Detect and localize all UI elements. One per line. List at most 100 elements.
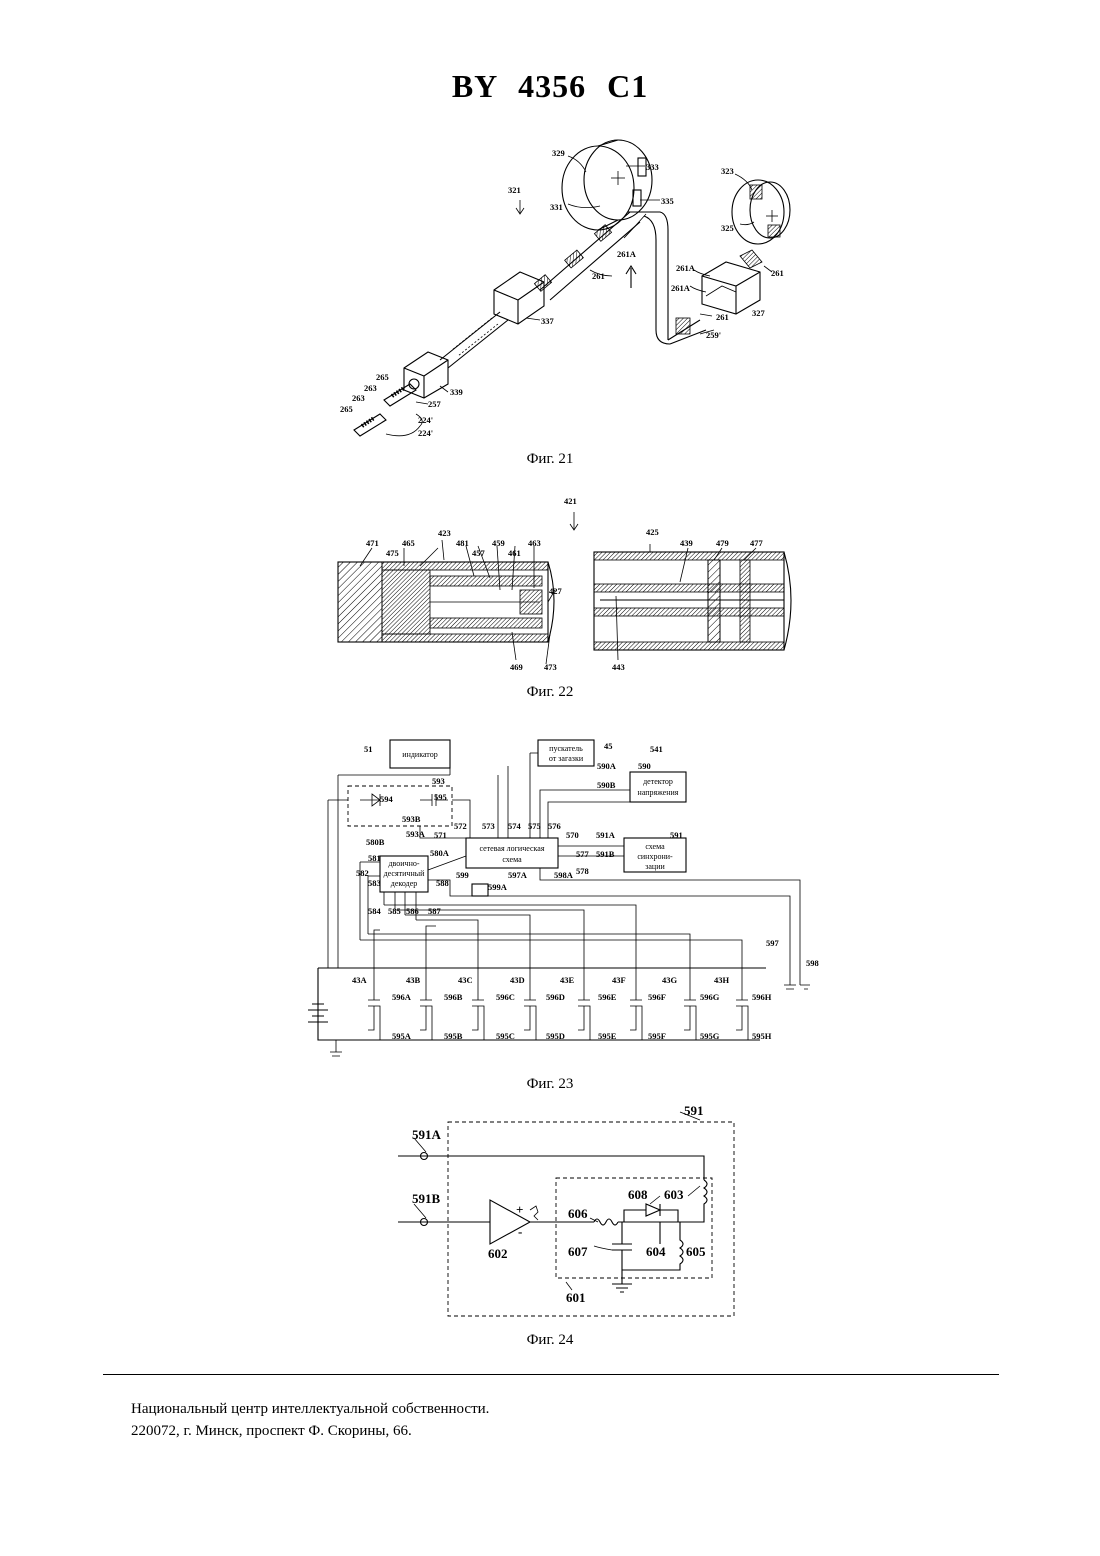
label-43F: 43F (612, 975, 626, 985)
label-593B: 593B (402, 814, 421, 824)
label-591A: 591A (596, 830, 616, 840)
label-595: 595 (434, 792, 447, 802)
figure-24-circuit: + - 591 591A 591B 608 603 606 607 604 60… (0, 1100, 1100, 1325)
decoder-label-1: двоично- (388, 859, 419, 868)
label-439: 439 (680, 538, 693, 548)
box-337 (494, 272, 544, 324)
label-597: 597 (766, 938, 780, 948)
label-591B: 591B (596, 849, 615, 859)
figure-22-drawing: 421 423 425 471 465 475 481 457 459 461 … (0, 490, 1100, 680)
label-593A: 593A (406, 829, 426, 839)
label-481: 481 (456, 538, 469, 548)
label-593: 593 (432, 776, 445, 786)
block-599 (472, 884, 488, 896)
label-337: 337 (541, 316, 555, 326)
label-596B: 596B (444, 992, 463, 1002)
label-598: 598 (806, 958, 819, 968)
label-475: 475 (386, 548, 399, 558)
label-575: 575 (528, 821, 541, 831)
opamp-plus: + (516, 1202, 523, 1217)
label-477: 477 (750, 538, 764, 548)
label-596F: 596F (648, 992, 666, 1002)
label-43C: 43C (458, 975, 473, 985)
label-261: 261 (771, 268, 784, 278)
label-471: 471 (366, 538, 379, 548)
block-591-outline (448, 1122, 734, 1316)
footer-line-1: Национальный центр интеллектуальной собс… (131, 1398, 489, 1420)
label-590B: 590B (597, 780, 616, 790)
label-573: 573 (482, 821, 495, 831)
label-461: 461 (508, 548, 521, 558)
label-595E: 595E (598, 1031, 617, 1041)
footer-divider (103, 1374, 999, 1375)
decoder-label-2: десятичный (384, 869, 426, 878)
label-43D: 43D (510, 975, 525, 985)
label-443: 443 (612, 662, 625, 672)
label-608: 608 (628, 1187, 648, 1202)
label-597A: 597A (508, 870, 528, 880)
sync-label-3: зации (645, 862, 665, 871)
label-595A: 595A (392, 1031, 412, 1041)
label-587: 587 (428, 906, 442, 916)
label-595H: 595H (752, 1031, 772, 1041)
label-598A: 598A (554, 870, 574, 880)
label-224: 224' (418, 428, 433, 438)
label-463: 463 (528, 538, 541, 548)
label-599: 599 (456, 870, 469, 880)
indicator-label: индикатор (402, 750, 437, 759)
label-331: 331 (550, 202, 563, 212)
sync-label-2: синхрони- (637, 852, 673, 861)
box-327 (702, 250, 762, 314)
label-585: 585 (388, 906, 401, 916)
label-43E: 43E (560, 975, 575, 985)
label-469: 469 (510, 662, 523, 672)
label-591B: 591B (412, 1191, 441, 1206)
label-261: 261 (716, 312, 729, 322)
label-590A: 590A (597, 761, 617, 771)
label-421: 421 (564, 496, 577, 506)
label-261A: 261A (617, 249, 637, 259)
label-263: 263 (352, 393, 365, 403)
label-261A: 261A (676, 263, 696, 273)
figure-23-circuit: индикатор пускатель от загазки детектор … (0, 735, 1100, 1070)
detector-label-1: детектор (643, 777, 673, 786)
label-224: 224' (418, 415, 433, 425)
label-596H: 596H (752, 992, 772, 1002)
footer-line-2: 220072, г. Минск, проспект Ф. Скорины, 6… (131, 1420, 489, 1442)
label-570: 570 (566, 830, 579, 840)
figure-21-caption: Фиг. 21 (0, 451, 1100, 468)
detector-label-2: напряжения (638, 788, 679, 797)
figure-23-caption: Фиг. 23 (0, 1076, 1100, 1093)
label-572: 572 (454, 821, 467, 831)
label-591: 591 (684, 1103, 704, 1118)
sensor-333 (638, 158, 646, 176)
label-427: 427 (549, 586, 563, 596)
document-number: BY 4356 C1 (0, 68, 1100, 105)
label-596A: 596A (392, 992, 412, 1002)
label-321: 321 (508, 185, 521, 195)
label-583: 583 (368, 878, 381, 888)
label-577: 577 (576, 849, 590, 859)
label-45: 45 (604, 741, 613, 751)
label-465: 465 (402, 538, 415, 548)
label-541: 541 (650, 744, 663, 754)
label-588: 588 (436, 878, 449, 888)
label-43H: 43H (714, 975, 730, 985)
label-259: 259' (706, 330, 721, 340)
label-596C: 596C (496, 992, 515, 1002)
label-596G: 596G (700, 992, 720, 1002)
label-574: 574 (508, 821, 522, 831)
label-606: 606 (568, 1206, 588, 1221)
label-335: 335 (661, 196, 674, 206)
label-594: 594 (380, 794, 394, 804)
figure-21-drawing: 329 333 321 331 335 323 325 261A 261 261… (0, 130, 1100, 450)
label-571: 571 (434, 830, 447, 840)
label-605: 605 (686, 1244, 706, 1259)
sync-label-1: схема (645, 842, 665, 851)
label-333: 333 (646, 162, 659, 172)
label-607: 607 (568, 1244, 588, 1259)
label-43A: 43A (352, 975, 368, 985)
label-603: 603 (664, 1187, 684, 1202)
label-580B: 580B (366, 837, 385, 847)
label-459: 459 (492, 538, 505, 548)
